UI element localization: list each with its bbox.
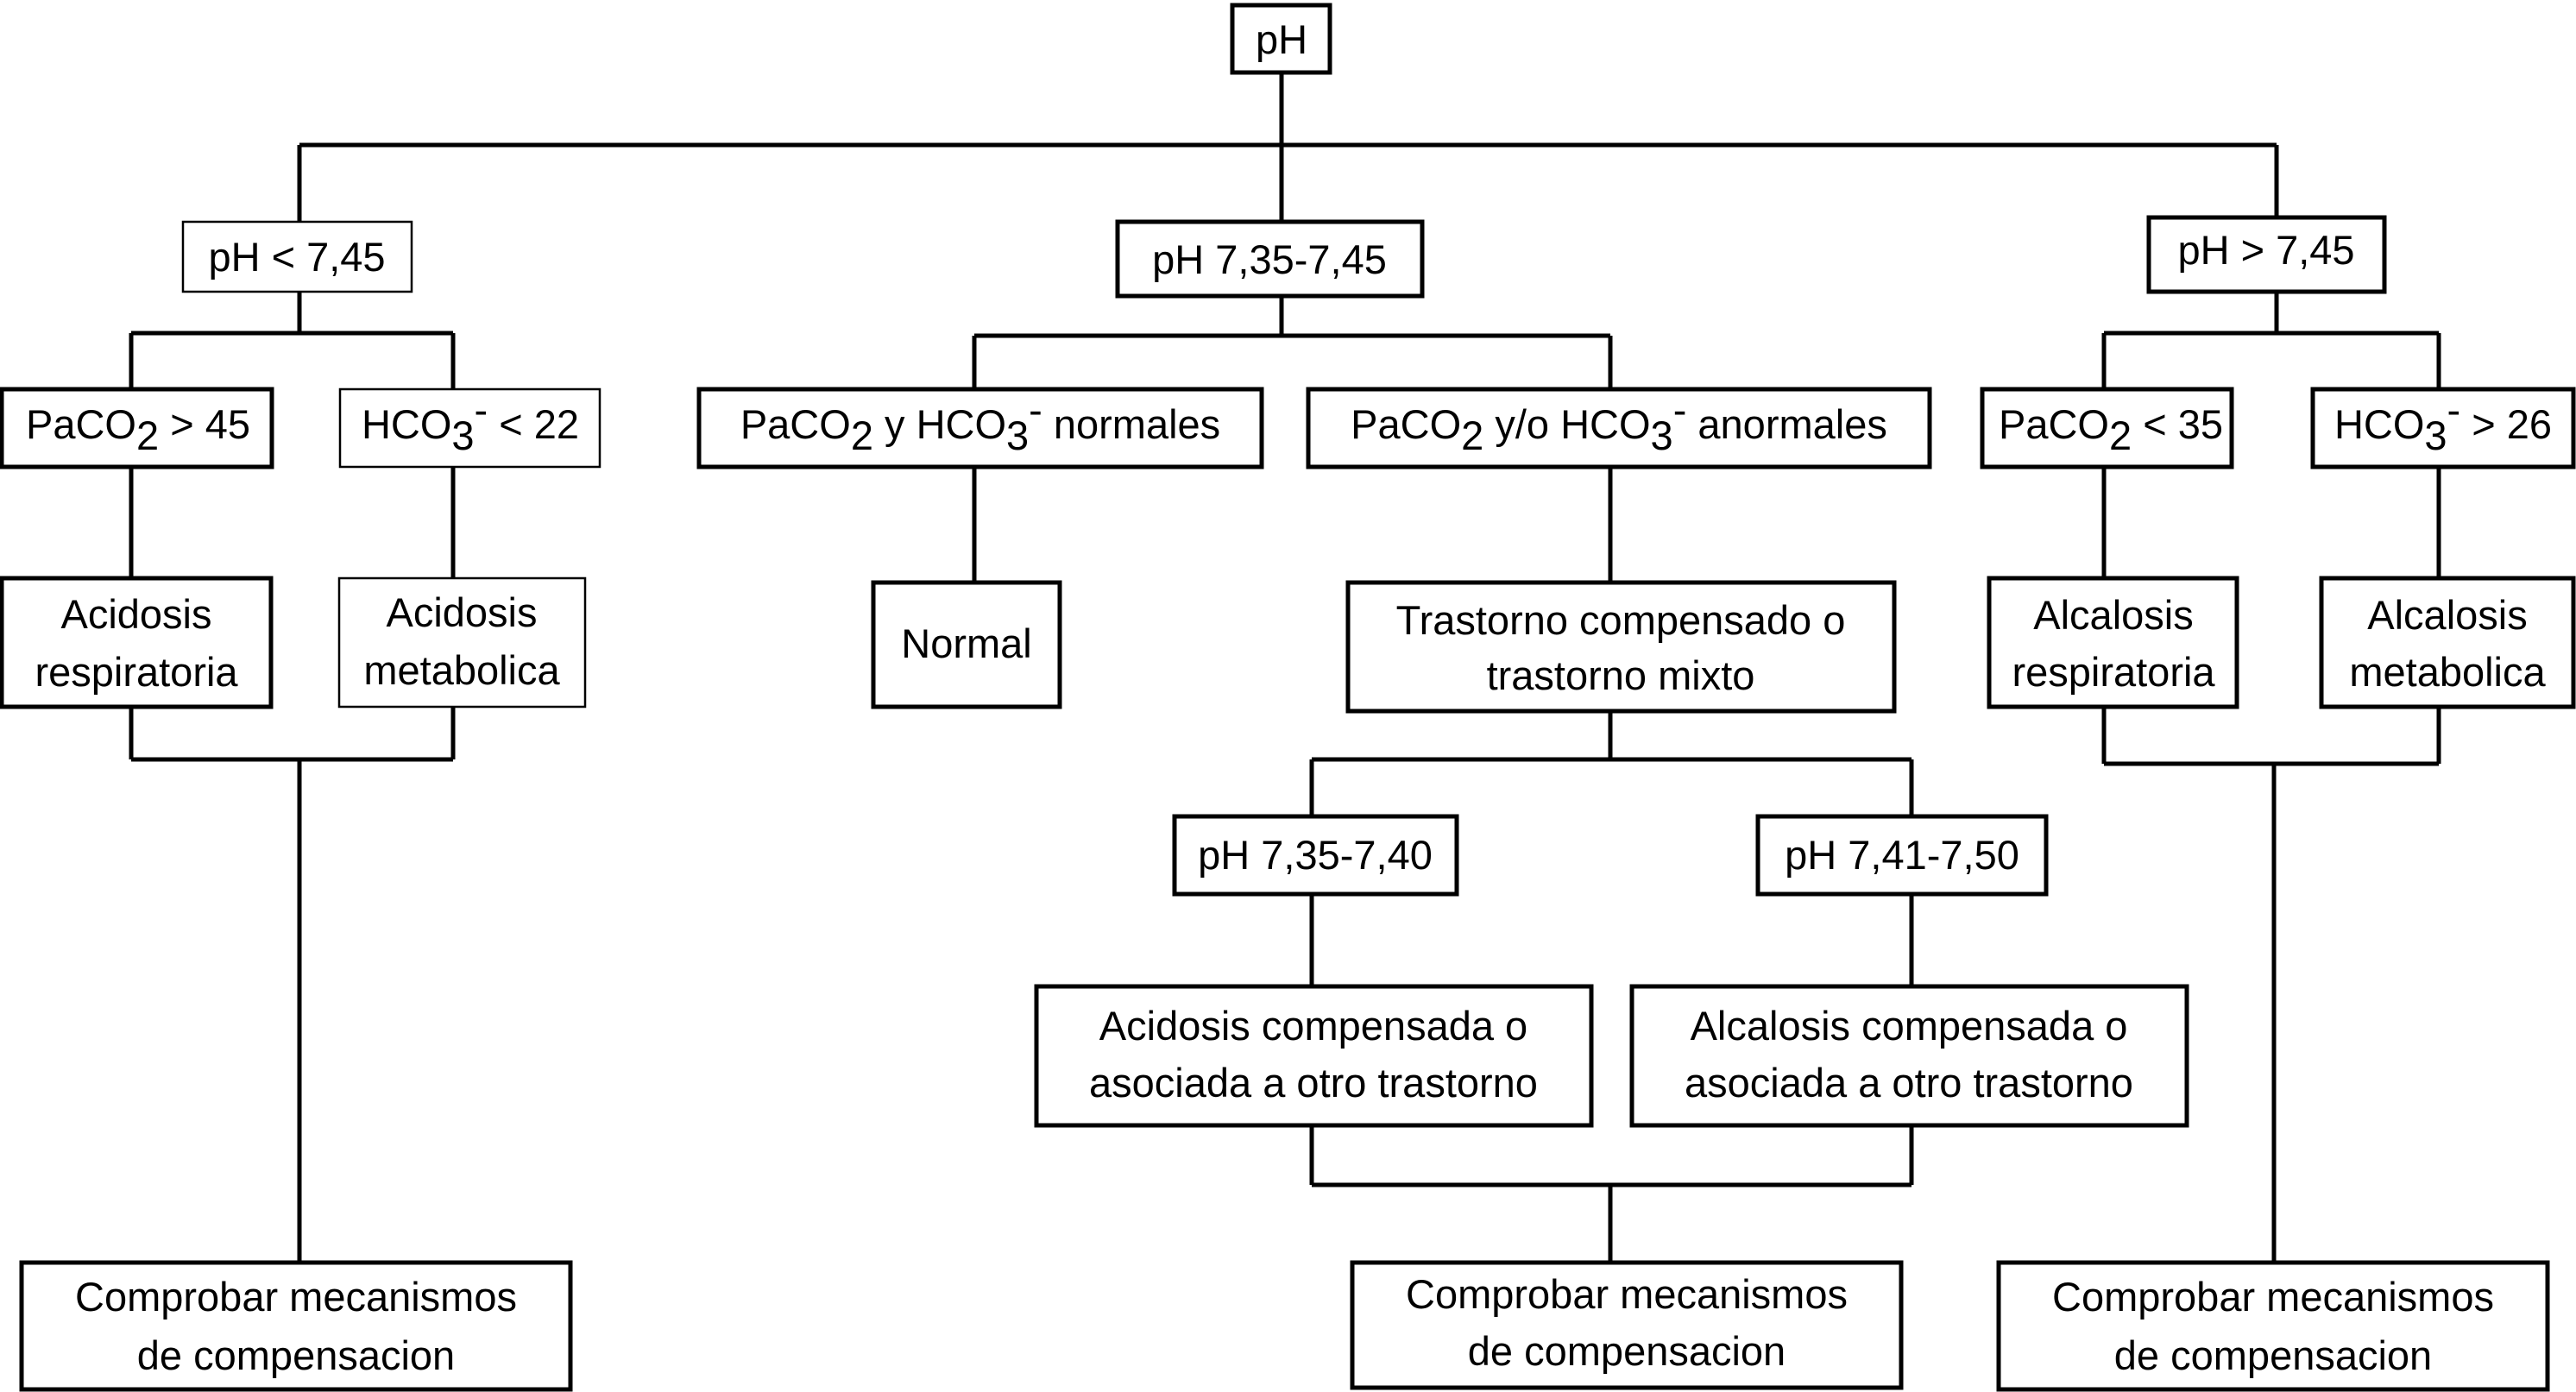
- node-metabolic-alkalosis-line2: metabolica: [2349, 649, 2546, 695]
- node-ph-high-normal-label: pH 7,41-7,50: [1785, 832, 2019, 878]
- connector-left-results: [129, 467, 456, 578]
- node-hco3-high: HCO3- > 26: [2310, 387, 2576, 469]
- node-check-compensation-right-line1: Comprobar mecanismos: [2052, 1274, 2494, 1320]
- node-ph-alkaline-label: pH > 7,45: [2177, 227, 2354, 273]
- node-metabolic-alkalosis-line1: Alcalosis: [2367, 592, 2527, 638]
- node-ph-root-label: pH: [1256, 16, 1307, 62]
- connector-center-comp: [1309, 894, 1914, 986]
- node-normal-gases: PaCO2 y HCO3- normales: [696, 387, 1264, 469]
- node-compensated-alkalosis-line2: asociada a otro trastorno: [1685, 1060, 2133, 1105]
- node-ph-normal-range: pH 7,35-7,45: [1115, 219, 1425, 299]
- node-paco2-high: PaCO2 > 45: [0, 387, 274, 469]
- node-abnormal-gases: PaCO2 y/o HCO3- anormales: [1306, 387, 1932, 469]
- node-compensated-acidosis-line1: Acidosis compensada o: [1099, 1003, 1527, 1049]
- node-check-compensation-center: Comprobar mecanismos de compensacion: [1350, 1260, 1904, 1390]
- node-metabolic-acidosis-line2: metabolica: [363, 647, 560, 693]
- connector-root: [297, 72, 2279, 222]
- connector-left-split: [129, 292, 456, 389]
- connector-left-merge: [129, 707, 456, 1263]
- node-respiratory-alkalosis: Alcalosis respiratoria: [1987, 576, 2239, 709]
- node-respiratory-acidosis-line1: Acidosis: [60, 591, 211, 637]
- node-paco2-high-label: PaCO2 > 45: [26, 401, 250, 458]
- node-metabolic-acidosis: Acidosis metabolica: [337, 576, 587, 709]
- connector-right-results: [2101, 467, 2441, 578]
- node-ph-high-normal: pH 7,41-7,50: [1755, 814, 2049, 897]
- node-hco3-low: HCO3- < 22: [338, 387, 601, 469]
- node-abnormal-gases-label: PaCO2 y/o HCO3- anormales: [1351, 387, 1887, 458]
- connector-center-merge: [1309, 1125, 1914, 1263]
- node-check-compensation-left: Comprobar mecanismos de compensacion: [19, 1260, 573, 1392]
- node-paco2-low: PaCO2 < 35: [1980, 387, 2234, 469]
- node-paco2-low-label: PaCO2 < 35: [1999, 401, 2223, 458]
- node-check-compensation-center-line1: Comprobar mecanismos: [1406, 1271, 1848, 1317]
- node-ph-acidic-label: pH < 7,45: [208, 234, 385, 280]
- node-ph-low-normal-label: pH 7,35-7,40: [1198, 832, 1433, 878]
- node-check-compensation-right-line2: de compensacion: [2114, 1332, 2432, 1378]
- node-check-compensation-right: Comprobar mecanismos de compensacion: [1996, 1260, 2550, 1392]
- node-normal: Normal: [871, 580, 1062, 709]
- node-ph-acidic: pH < 7,45: [181, 220, 413, 293]
- node-compensated-or-mixed-line2: trastorno mixto: [1487, 652, 1755, 698]
- node-check-compensation-center-line2: de compensacion: [1468, 1328, 1786, 1374]
- node-compensated-or-mixed: Trastorno compensado o trastorno mixto: [1345, 580, 1897, 714]
- node-hco3-low-label: HCO3- < 22: [362, 387, 579, 458]
- node-compensated-or-mixed-line1: Trastorno compensado o: [1396, 597, 1846, 643]
- node-respiratory-acidosis: Acidosis respiratoria: [0, 576, 274, 709]
- node-check-compensation-left-line1: Comprobar mecanismos: [75, 1274, 517, 1320]
- node-respiratory-acidosis-line2: respiratoria: [35, 649, 238, 695]
- node-compensated-alkalosis: Alcalosis compensada o asociada a otro t…: [1629, 984, 2189, 1128]
- node-ph-low-normal: pH 7,35-7,40: [1172, 814, 1459, 897]
- node-metabolic-alkalosis: Alcalosis metabolica: [2319, 576, 2576, 709]
- node-compensated-acidosis: Acidosis compensada o asociada a otro tr…: [1034, 984, 1594, 1128]
- connector-lines: [129, 72, 2441, 1263]
- node-respiratory-alkalosis-line1: Alcalosis: [2033, 592, 2193, 638]
- node-normal-gases-label: PaCO2 y HCO3- normales: [740, 387, 1220, 458]
- node-check-compensation-left-line2: de compensacion: [137, 1332, 455, 1378]
- node-ph-root: pH: [1230, 3, 1332, 75]
- connector-right-split: [2101, 292, 2441, 389]
- node-compensated-alkalosis-line1: Alcalosis compensada o: [1691, 1003, 2128, 1049]
- node-metabolic-acidosis-line1: Acidosis: [386, 589, 537, 635]
- node-normal-label: Normal: [901, 620, 1031, 666]
- connector-center-ph-split: [1309, 711, 1914, 816]
- node-compensated-acidosis-line2: asociada a otro trastorno: [1089, 1060, 1538, 1105]
- connector-right-merge: [2101, 707, 2441, 1263]
- connector-center-split: [972, 296, 1613, 389]
- node-respiratory-alkalosis-line2: respiratoria: [2012, 649, 2215, 695]
- node-ph-alkaline: pH > 7,45: [2146, 215, 2387, 294]
- node-ph-normal-range-label: pH 7,35-7,45: [1152, 236, 1387, 282]
- node-hco3-high-label: HCO3- > 26: [2334, 387, 2552, 458]
